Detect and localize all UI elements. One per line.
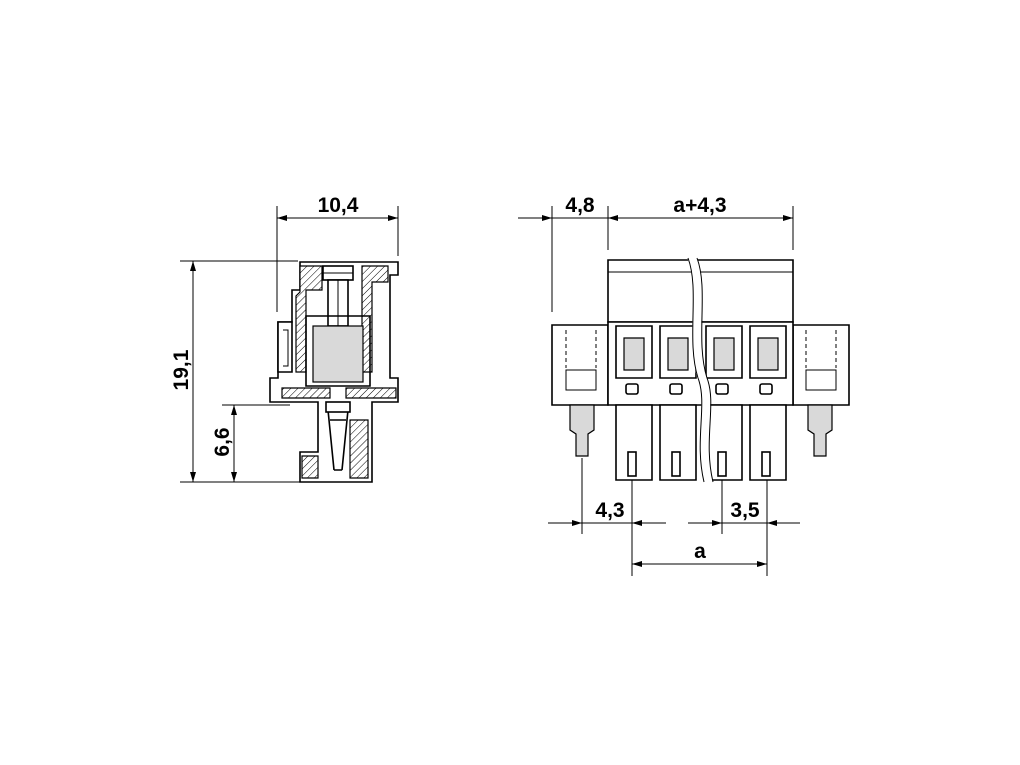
side-height-label: 19,1 [170,349,193,390]
front-slot-3 [715,383,729,395]
front-screw-pockets [615,325,787,379]
front-pin-contact-1 [627,451,637,477]
side-view [180,206,399,483]
side-inner-frame [305,315,371,387]
front-offset-label: 4,8 [565,194,595,217]
side-hatched-foot-right [349,419,369,479]
front-flange-right-seat [805,369,837,391]
front-flange-right [792,324,850,406]
front-wire-slots [625,383,773,395]
side-hatched-base-right [345,387,397,399]
side-pin-height-label: 6,6 [211,427,234,456]
front-view [518,206,850,576]
front-pin-housing-1 [615,404,653,481]
front-pin-contact-4 [761,451,771,477]
front-break-line-left [687,257,705,483]
side-contact-spring [327,409,349,471]
front-span-label: a [694,540,706,563]
side-hatched-base-left [281,387,331,399]
front-contact-pins [615,404,787,481]
front-pin-housing-4 [749,404,787,481]
front-pin-housing-2 [659,404,697,481]
front-slot-4 [759,383,773,395]
front-pin-contact-2 [671,451,681,477]
front-pin-offset-label: 4,3 [595,499,624,522]
front-break-gap [687,256,713,484]
side-clamp-block [312,325,364,383]
front-pocket-2-screw [667,337,689,371]
front-width-label: a+4,3 [673,194,726,217]
front-break-line-right [696,257,714,483]
front-mounting-peg-left [569,404,595,457]
front-pocket-4-screw [757,337,779,371]
side-hatched-foot-left [301,455,319,479]
front-mounting-peg-right [807,404,833,457]
front-slot-2 [669,383,683,395]
front-flange-left-seat [565,369,597,391]
front-pitch-label: 3,5 [730,499,760,522]
front-pin-contact-3 [717,451,727,477]
front-slot-1 [625,383,639,395]
front-flange-left [551,324,609,406]
front-pocket-3-screw [713,337,735,371]
side-latch-detail [283,329,289,367]
side-contact-base [325,401,351,413]
front-pocket-1-screw [623,337,645,371]
side-width-label: 10,4 [318,194,359,217]
